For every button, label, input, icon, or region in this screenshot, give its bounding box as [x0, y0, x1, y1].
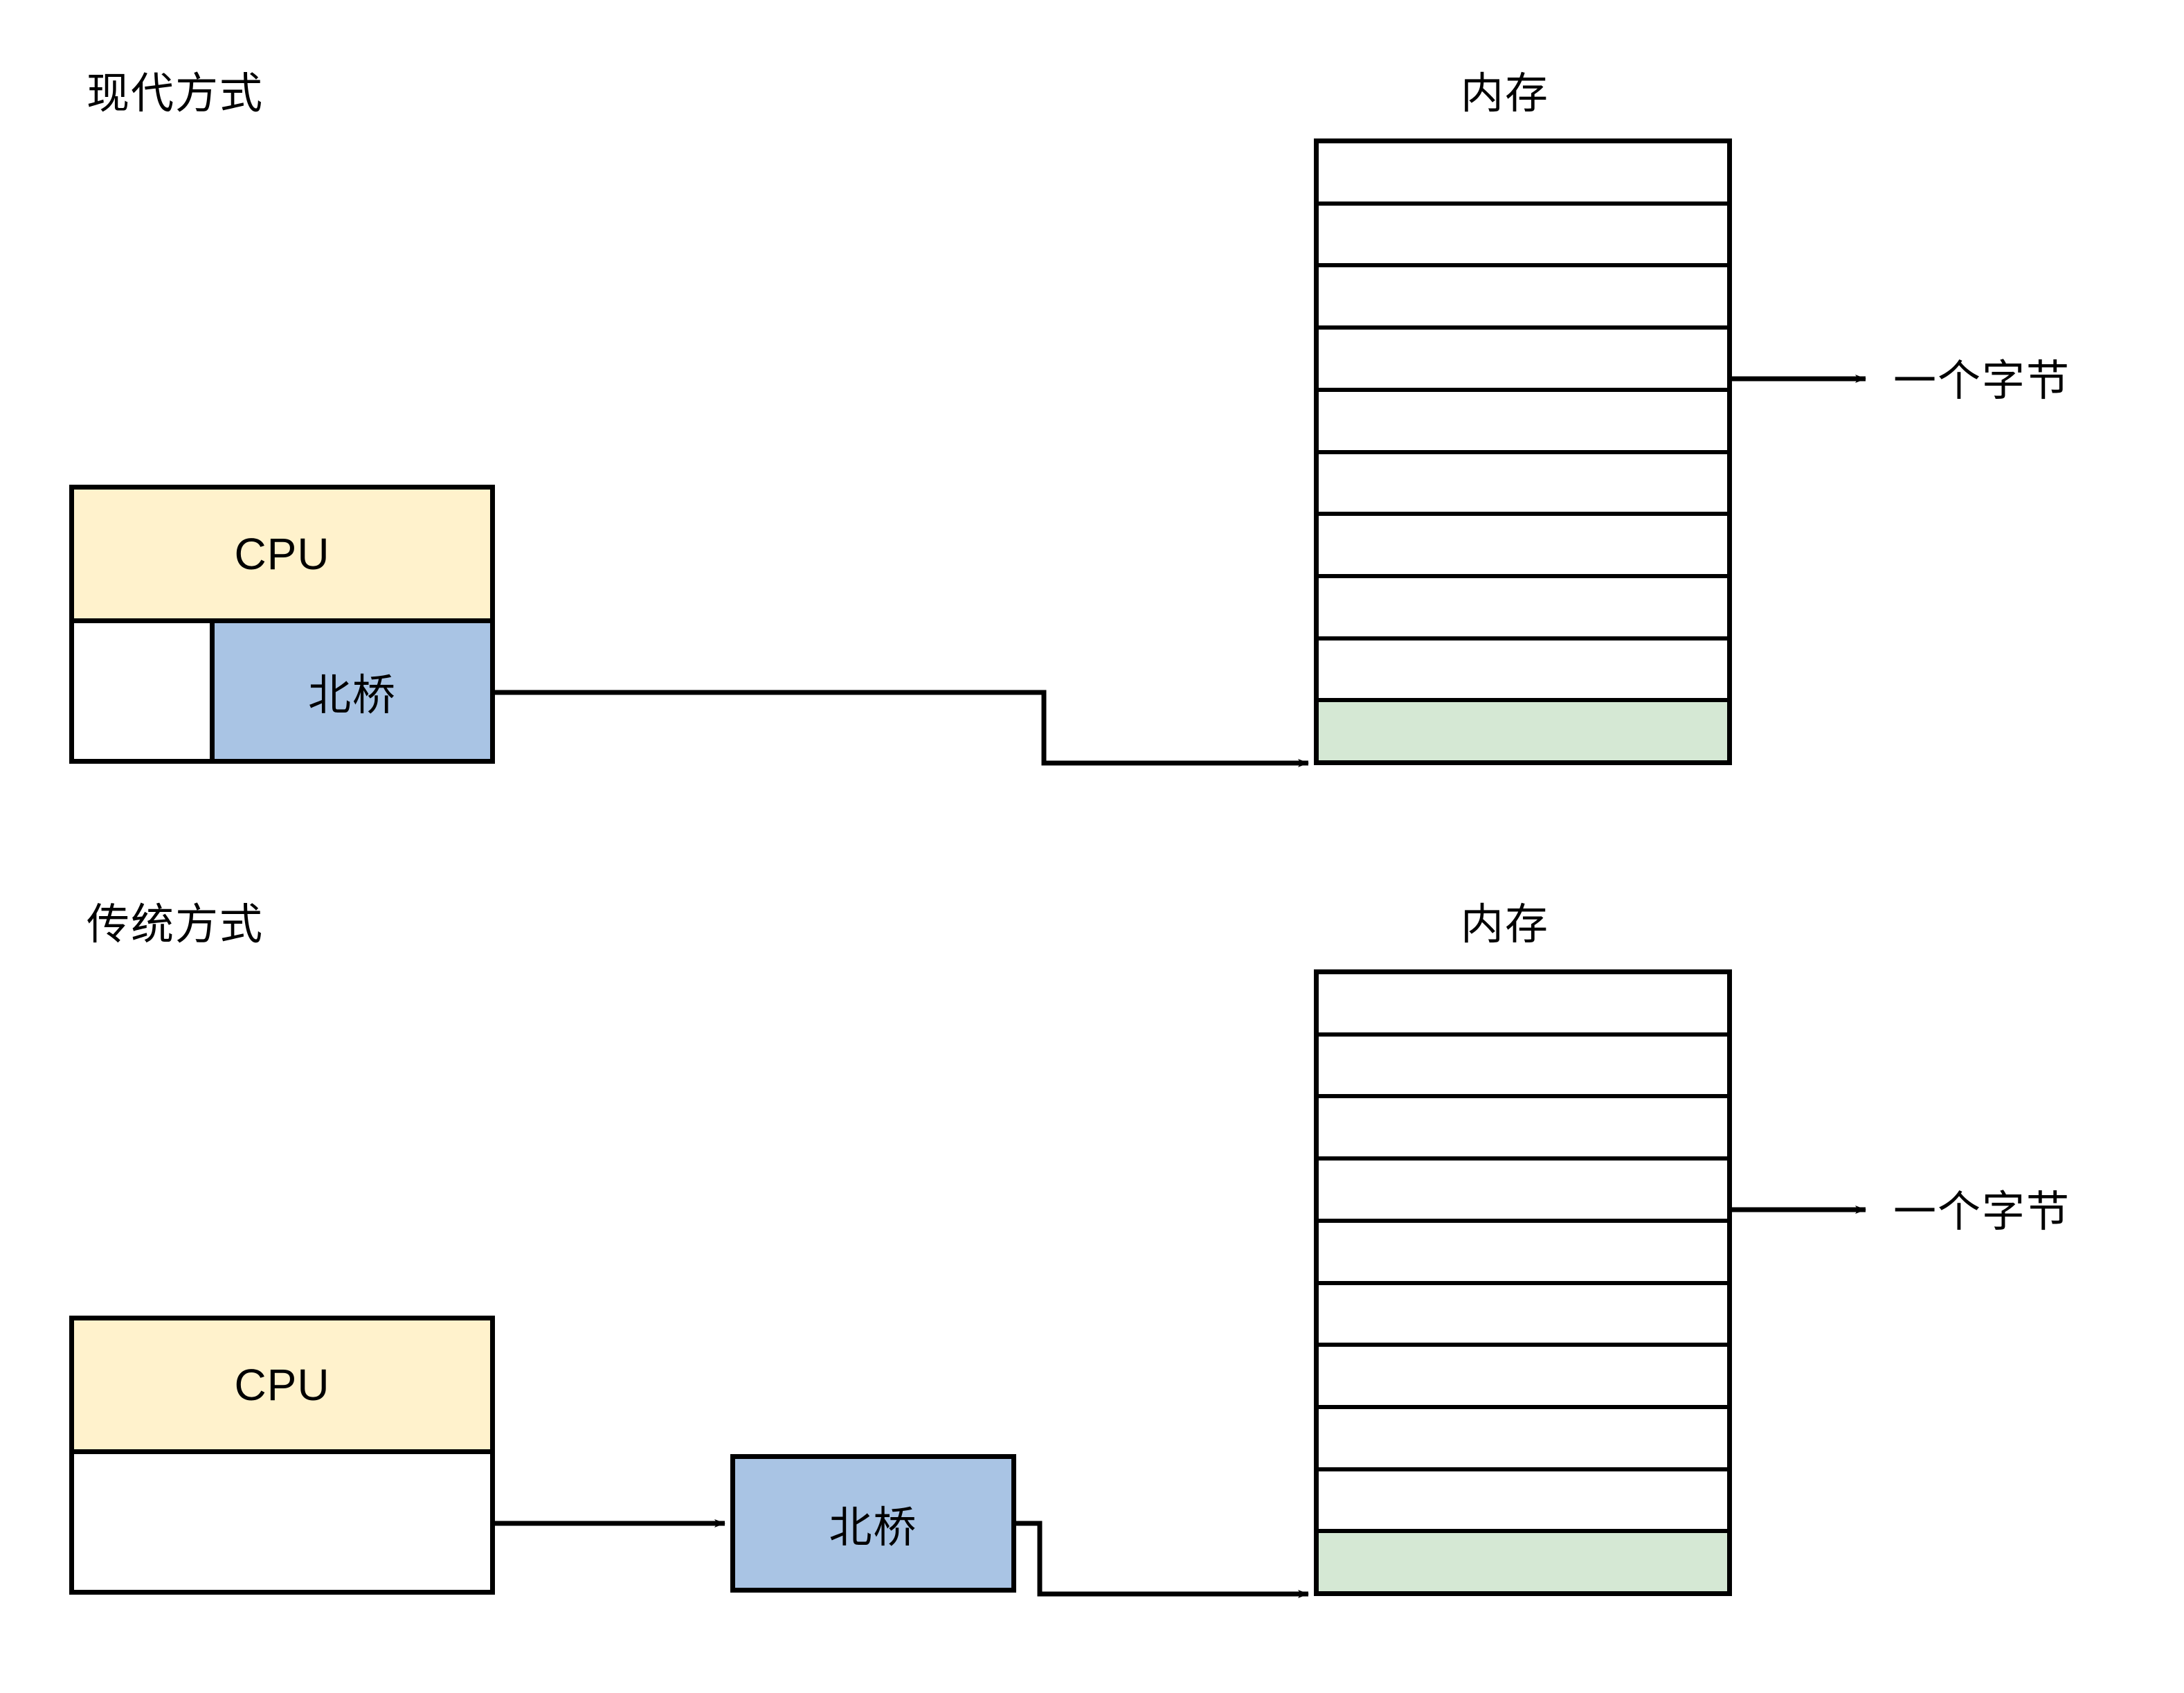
- modern-memory-cell-6: [1319, 516, 1727, 578]
- modern-memory-cell-1: [1319, 205, 1727, 268]
- modern-memory-title: 内存: [1461, 70, 1550, 118]
- modern-northbridge-label: 北桥: [307, 672, 397, 719]
- modern-memory-cell-0: [1319, 143, 1727, 206]
- traditional-memory-cell-2: [1319, 1098, 1727, 1161]
- traditional-memory-cell-highlight: [1319, 1533, 1727, 1592]
- traditional-cpu-package: CPU: [69, 1316, 495, 1595]
- modern-memory-cell-5: [1319, 454, 1727, 517]
- traditional-memory-cell-0: [1319, 974, 1727, 1037]
- traditional-memory-cell-4: [1319, 1222, 1727, 1285]
- traditional-northbridge-to-memory-wire: [1016, 1521, 1309, 1598]
- traditional-memory-cell-3: [1319, 1161, 1727, 1223]
- traditional-memory-cell-1: [1319, 1036, 1727, 1099]
- modern-memory-cell-4: [1319, 391, 1727, 454]
- modern-diagram-title: 现代方式: [87, 70, 264, 118]
- modern-cpu-core: CPU: [74, 490, 490, 623]
- traditional-memory-cell-8: [1319, 1471, 1727, 1534]
- modern-cpu-package: CPU 北桥: [69, 485, 495, 764]
- traditional-cpu-core-label: CPU: [234, 1360, 330, 1410]
- modern-cpu-core-label: CPU: [234, 529, 330, 579]
- modern-memory-cell-2: [1319, 267, 1727, 330]
- modern-memory-cell-highlight: [1319, 702, 1727, 761]
- traditional-memory-cell-7: [1319, 1408, 1727, 1471]
- modern-northbridge: 北桥: [210, 623, 490, 759]
- traditional-memory-cell-5: [1319, 1284, 1727, 1347]
- traditional-memory-title: 内存: [1461, 901, 1550, 949]
- modern-byte-annotation-label: 一个字节: [1893, 357, 2071, 405]
- traditional-diagram-title: 传统方式: [87, 901, 264, 949]
- traditional-northbridge: 北桥: [730, 1454, 1016, 1593]
- traditional-cpu-core: CPU: [74, 1320, 490, 1454]
- modern-memory-cell-7: [1319, 577, 1727, 641]
- modern-memory-column: [1314, 138, 1732, 765]
- modern-memory-cell-3: [1319, 330, 1727, 392]
- traditional-byte-annotation-label: 一个字节: [1893, 1188, 2071, 1236]
- modern-memory-cell-8: [1319, 640, 1727, 703]
- modern-northbridge-to-memory-wire: [495, 690, 1309, 767]
- traditional-northbridge-label: 北桥: [829, 1504, 918, 1552]
- traditional-memory-cell-6: [1319, 1347, 1727, 1409]
- traditional-memory-column: [1314, 969, 1732, 1596]
